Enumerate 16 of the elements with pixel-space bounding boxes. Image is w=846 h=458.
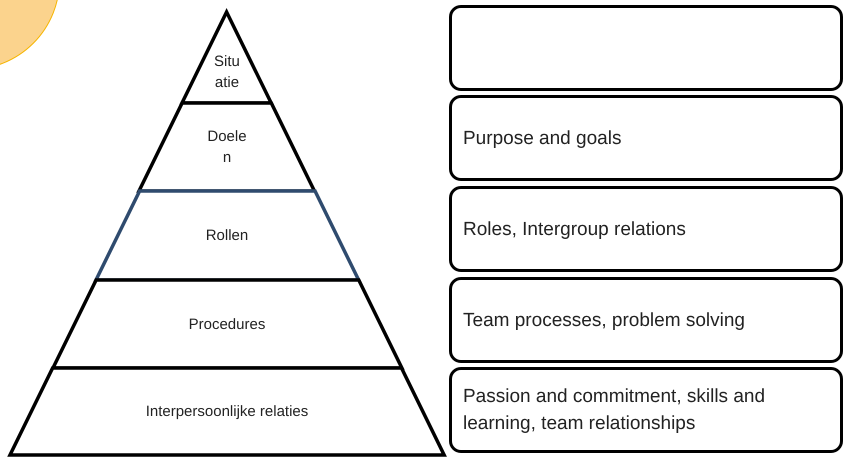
section-label: Doelen bbox=[206, 127, 248, 168]
pyramid-section bbox=[96, 191, 358, 280]
box-text: Passion and commitment, skills and learning, team relationships bbox=[463, 385, 766, 436]
text-box bbox=[449, 5, 843, 91]
section-label: Procedures bbox=[188, 314, 266, 334]
section-label: Rollen bbox=[206, 226, 248, 246]
pyramid-section bbox=[10, 368, 444, 455]
text-box bbox=[449, 277, 843, 363]
pyramid-section bbox=[139, 103, 315, 191]
box-text: Team processes, problem solving bbox=[463, 308, 746, 332]
section-label: Interpersoonlijke relaties bbox=[146, 402, 308, 422]
text-box bbox=[449, 95, 843, 181]
text-box bbox=[449, 367, 843, 453]
box-text: Purpose and goals bbox=[463, 126, 622, 150]
box-text: Roles, Intergroup relations bbox=[463, 218, 687, 242]
text-box bbox=[449, 186, 843, 272]
